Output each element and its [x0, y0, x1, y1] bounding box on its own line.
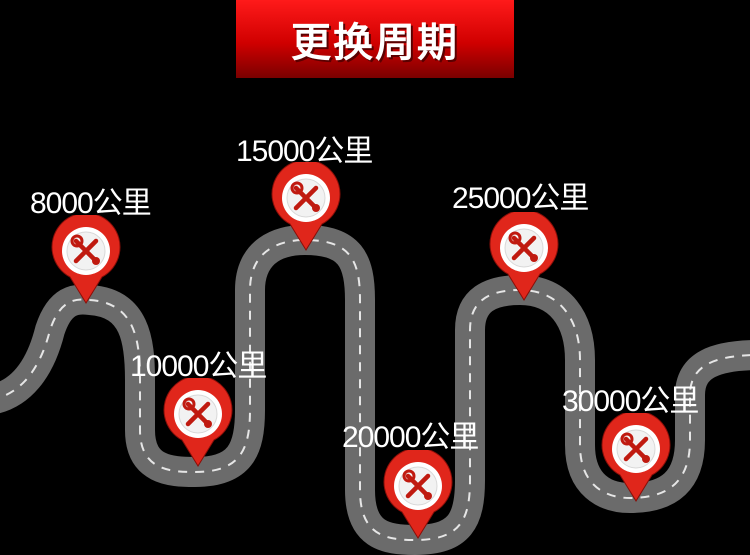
location-pin-2: [162, 375, 234, 468]
wrench-screwdriver-icon: [489, 209, 559, 301]
milestone-label-4: 20000公里: [342, 421, 479, 454]
wrench-screwdriver-icon: [51, 212, 121, 304]
location-pin-4: [382, 447, 454, 540]
title-banner: 更换周期: [236, 0, 514, 78]
page-title: 更换周期: [291, 20, 459, 66]
location-pin-6: [600, 410, 672, 503]
location-pin-1: [50, 212, 122, 305]
wrench-screwdriver-icon: [163, 375, 233, 467]
milestone-label-5: 25000公里: [452, 182, 589, 215]
wrench-screwdriver-icon: [271, 159, 341, 251]
road-center-dashes: [0, 238, 750, 542]
location-pin-5: [488, 209, 560, 302]
wrench-screwdriver-icon: [383, 447, 453, 539]
wrench-screwdriver-icon: [601, 410, 671, 502]
location-pin-3: [270, 159, 342, 252]
